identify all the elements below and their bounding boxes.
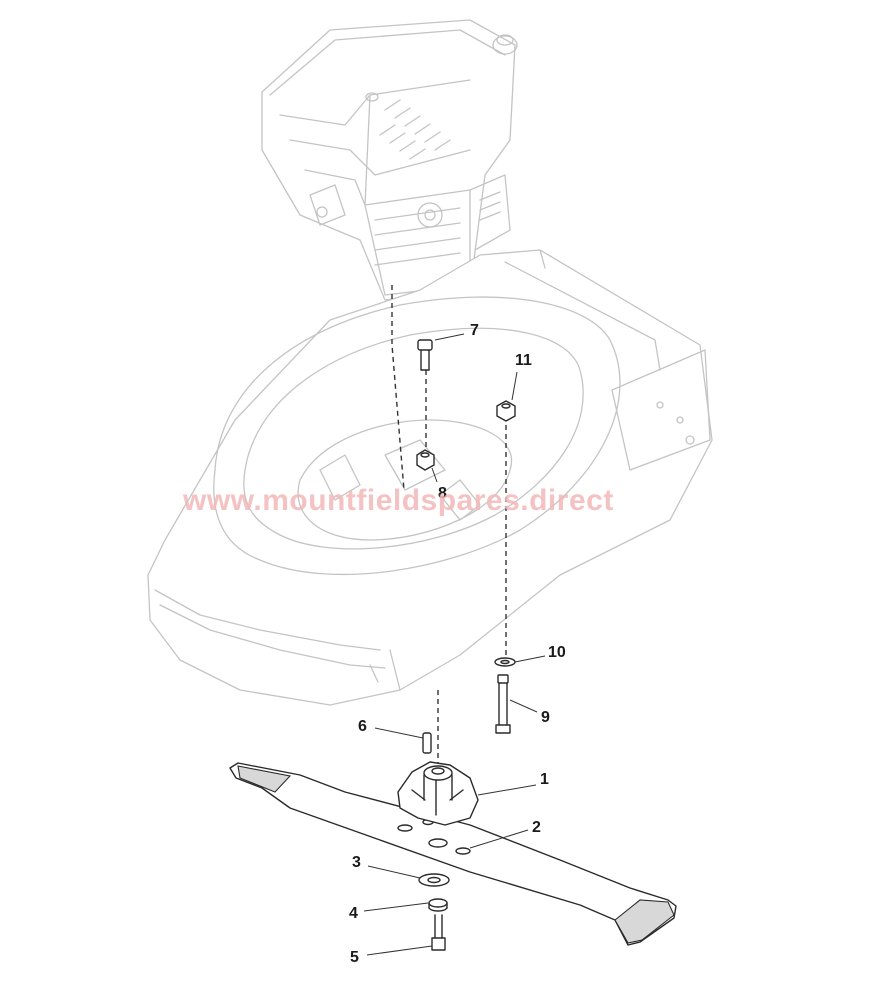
callout-2: 2 [532,819,541,836]
part-11-nut [496,400,516,422]
part-6-key [422,732,432,754]
callout-10: 10 [548,644,566,661]
part-3-washer [418,873,450,887]
callout-5: 5 [350,949,359,966]
callout-11: 11 [515,352,532,369]
part-5-bolt [431,914,446,951]
leader-lines [363,333,546,956]
assembly-guide-lines [391,285,507,770]
part-1-blade-boss [397,761,479,826]
part-4-washer [428,898,448,912]
callout-1: 1 [540,771,549,788]
part-10-washer [494,657,516,667]
callout-7: 7 [470,322,479,339]
part-7-bolt [417,339,433,371]
callout-8: 8 [438,485,447,502]
callout-4: 4 [349,905,358,922]
part-2-blade [229,762,677,946]
callout-9: 9 [541,709,550,726]
part-9-bolt [495,674,511,734]
callout-6: 6 [358,718,367,735]
watermark-text: www.mountfieldspares.direct [182,484,614,517]
callout-3: 3 [352,854,361,871]
part-8-nut [416,449,435,471]
callout-labels: 1 2 3 4 5 6 7 8 9 10 11 [349,322,566,966]
mower-deck-drawing [147,249,713,706]
